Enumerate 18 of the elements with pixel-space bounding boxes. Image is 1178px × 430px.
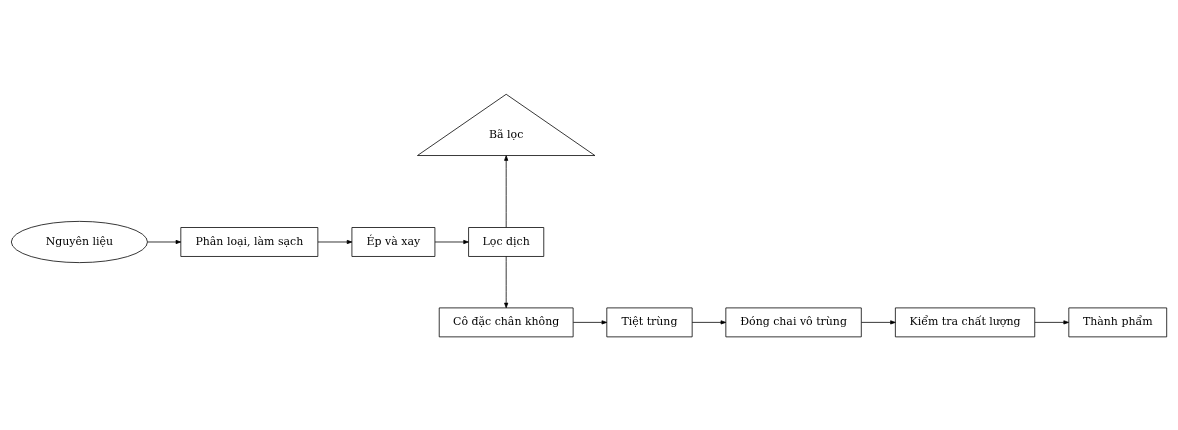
arrow [504, 255, 509, 308]
node-ellipse: Nguyên liệu [10, 220, 148, 263]
arrow [1034, 319, 1069, 324]
node-box: Đóng chai vô trùng [725, 307, 862, 337]
arrow [317, 239, 353, 244]
node-box: Tiệt trùng [606, 307, 693, 337]
arrow [861, 319, 896, 324]
node-box: Cô đặc chân không [438, 307, 574, 337]
arrow [572, 319, 608, 324]
node-box: Phân loại, làm sạch [180, 226, 319, 257]
node-box: Ép và xay [351, 226, 436, 257]
arrow [504, 154, 509, 228]
node-box: Thành phẩm [1068, 307, 1168, 337]
arrow [691, 319, 727, 324]
node-box: Lọc dịch [468, 226, 545, 257]
arrow [147, 239, 182, 244]
node-box: Kiểm tra chất lượng [894, 307, 1036, 337]
arrow [434, 239, 469, 244]
